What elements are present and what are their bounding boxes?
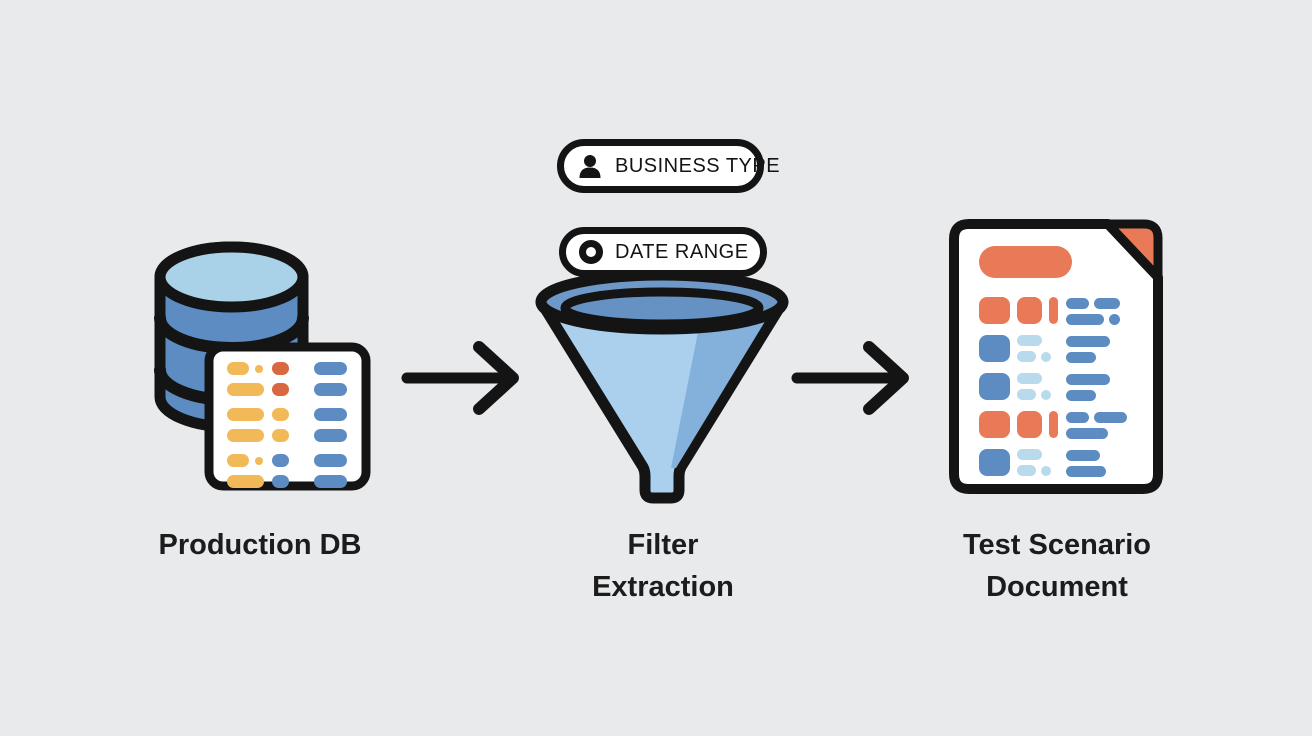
label-line: Filter — [627, 529, 699, 561]
pill-dot — [1041, 352, 1051, 362]
pill — [979, 335, 1010, 362]
pill — [314, 475, 347, 488]
label-production-db: Production DB — [159, 524, 362, 566]
pill — [314, 362, 347, 375]
pill — [1094, 412, 1127, 423]
pill-dot — [255, 457, 263, 465]
pill — [1017, 335, 1042, 346]
pill-dot — [255, 365, 263, 373]
pill — [979, 297, 1010, 324]
label-filter-extraction: Filter Extraction — [592, 524, 734, 608]
pill — [272, 475, 289, 488]
pill — [227, 429, 264, 442]
badge-label: DATE RANGE — [615, 240, 749, 263]
pill — [227, 454, 249, 467]
pill — [227, 475, 264, 488]
label-test-scenario-document: Test Scenario Document — [963, 524, 1151, 608]
pill — [314, 454, 347, 467]
label-line: Production DB — [158, 529, 362, 561]
funnel-icon — [535, 269, 789, 504]
pill — [1066, 390, 1096, 401]
pill — [1109, 314, 1120, 325]
pill — [1066, 466, 1106, 477]
arrow-right-icon — [791, 341, 909, 415]
pill — [227, 408, 264, 421]
pill — [227, 383, 264, 396]
pill — [979, 411, 1010, 438]
pill — [272, 383, 289, 396]
pill — [314, 383, 347, 396]
pill — [1049, 297, 1058, 324]
date-range-badge: DATE RANGE — [559, 227, 767, 277]
pill-dot — [1041, 466, 1051, 476]
document-folded-corner — [1103, 219, 1163, 282]
pill — [1066, 374, 1110, 385]
document-icon — [949, 219, 1163, 494]
pill — [1066, 298, 1089, 309]
pill — [272, 429, 289, 442]
pill — [1017, 389, 1036, 400]
pill — [1017, 449, 1042, 460]
pill — [1094, 298, 1120, 309]
pill — [314, 429, 347, 442]
pill — [1066, 314, 1104, 325]
funnel-shade-wedge — [671, 305, 775, 468]
arrow-right-icon — [401, 341, 519, 415]
pill — [272, 454, 289, 467]
pill — [1049, 411, 1058, 438]
ring-icon — [579, 240, 603, 264]
cylinder-top — [154, 241, 309, 313]
funnel-mouth-inner — [560, 287, 764, 329]
pill — [1017, 297, 1042, 324]
pill — [1017, 351, 1036, 362]
pill — [314, 408, 347, 421]
doc-header-pill — [979, 246, 1072, 278]
pill — [272, 408, 289, 421]
pill-dot — [1041, 390, 1051, 400]
pill — [1017, 411, 1042, 438]
pill — [227, 362, 249, 375]
pill — [272, 362, 289, 375]
label-line: Extraction — [592, 571, 734, 603]
person-icon — [577, 153, 603, 179]
pill — [1066, 450, 1100, 461]
business-type-badge: BUSINESS TYPE — [557, 139, 780, 193]
label-line: Test Scenario — [962, 529, 1152, 561]
data-table-icon — [204, 342, 371, 491]
pill — [1066, 412, 1089, 423]
pill — [979, 449, 1010, 476]
pill — [1066, 336, 1110, 347]
label-line: Document — [986, 571, 1128, 603]
pill — [1066, 428, 1108, 439]
pill — [979, 373, 1010, 400]
pill — [1017, 465, 1036, 476]
pill — [1066, 352, 1096, 363]
pill — [1017, 373, 1042, 384]
badge-label: BUSINESS TYPE — [615, 154, 781, 177]
